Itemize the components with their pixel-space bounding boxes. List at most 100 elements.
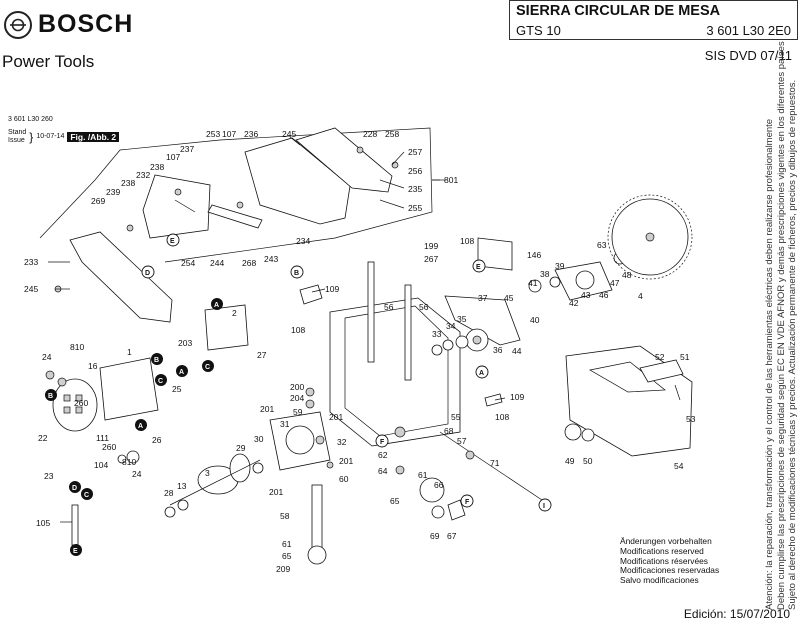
part-label: 55 <box>451 412 461 422</box>
callout-a: A <box>211 298 223 310</box>
note-line: Modifications reserved <box>620 545 704 556</box>
callout-d: D <box>69 481 81 493</box>
part-label: 23 <box>44 471 54 481</box>
callout-markers: E D B E A B C A C B A D C E A F F I <box>45 233 552 556</box>
part-label: 16 <box>88 361 98 371</box>
part-label: 109 <box>325 284 339 294</box>
sis-version: SIS DVD 07/11 <box>704 48 792 63</box>
callout-d: D <box>141 265 155 279</box>
part-label: 45 <box>504 293 514 303</box>
side-text-line: Sujeto al derecho de modificaciones técn… <box>787 79 798 610</box>
callout-e: E <box>166 233 180 247</box>
callout-f: F <box>460 494 474 508</box>
part-label: 108 <box>460 236 474 246</box>
note-line: Modifications réservées <box>620 555 708 566</box>
side-text-line: Deben cumplirse las prescripciones de se… <box>775 41 787 610</box>
part-label: 255 <box>408 203 422 213</box>
part-label: 108 <box>291 325 305 335</box>
callout-c: C <box>202 360 214 372</box>
part-label: 54 <box>674 461 684 471</box>
document-title: SIERRA CIRCULAR DE MESA <box>516 3 721 19</box>
svg-text:A: A <box>214 302 219 309</box>
part-label: 48 <box>622 270 632 280</box>
part-label: 105 <box>36 518 50 528</box>
part-label: 57 <box>457 436 467 446</box>
part-label: 64 <box>378 466 388 476</box>
svg-text:E: E <box>476 264 481 271</box>
svg-text:A: A <box>138 423 143 430</box>
svg-text:B: B <box>48 393 53 400</box>
part-label: 59 <box>293 407 303 417</box>
part-label: 39 <box>555 261 565 271</box>
part-labels: 801 228 258 253 107 236 245 257 256 235 … <box>24 129 696 574</box>
part-label: 66 <box>434 480 444 490</box>
part-label: 235 <box>408 184 422 194</box>
part-label: 199 <box>424 241 438 251</box>
part-label: 53 <box>686 414 696 424</box>
part-label: 2 <box>232 308 237 318</box>
part-label: 71 <box>490 458 500 468</box>
issue-label: Issue <box>8 137 25 144</box>
issue-date: 10-07-14 <box>36 133 65 140</box>
part-label: 201 <box>269 487 283 497</box>
callout-b: B <box>290 265 304 279</box>
svg-text:A: A <box>479 370 484 377</box>
brand-logo: BOSCH <box>4 10 133 39</box>
callout-a: A <box>135 419 147 431</box>
part-label: 65 <box>390 496 400 506</box>
part-label: 109 <box>510 392 524 402</box>
part-label: 267 <box>424 254 438 264</box>
part-label: 31 <box>280 419 290 429</box>
svg-text:D: D <box>145 270 150 277</box>
division-name: Power Tools <box>2 52 95 71</box>
part-label: 146 <box>527 250 541 260</box>
stand-label: Stand <box>8 129 27 136</box>
part-label: 67 <box>447 531 457 541</box>
part-label: 42 <box>569 298 579 308</box>
part-label: 61 <box>418 470 428 480</box>
part-label: 24 <box>42 352 52 362</box>
part-label: 40 <box>530 315 540 325</box>
note-line: Modificaciones reservadas <box>620 565 720 576</box>
edition-date: Edición: 15/07/2010 <box>683 607 790 621</box>
title-block: SIERRA CIRCULAR DE MESA GTS 10 3 601 L30… <box>509 0 798 40</box>
note-line: Salvo modificaciones <box>620 575 699 586</box>
part-label: 36 <box>493 345 503 355</box>
callout-e: E <box>70 544 82 556</box>
part-label: 228 <box>363 129 377 139</box>
svg-text:F: F <box>465 499 470 506</box>
callout-c: C <box>155 374 167 386</box>
brand-name: BOSCH <box>38 10 134 38</box>
part-label: 37 <box>478 293 488 303</box>
part-label: 203 <box>178 338 192 348</box>
callout-a: A <box>176 365 188 377</box>
part-label: 69 <box>430 531 440 541</box>
svg-text:B: B <box>294 270 299 277</box>
part-label: 24 <box>132 469 142 479</box>
part-label: 33 <box>432 329 442 339</box>
legal-side-text: Atención: la reparación, transformación … <box>764 10 799 610</box>
part-label: 238 <box>121 178 135 188</box>
svg-text:E: E <box>170 238 175 245</box>
part-label: 35 <box>457 314 467 324</box>
part-label: 801 <box>444 175 458 185</box>
part-label: 43 <box>581 290 591 300</box>
part-label: 3 <box>205 468 210 478</box>
part-label: 200 <box>290 382 304 392</box>
part-label: 201 <box>339 456 353 466</box>
part-label: 65 <box>282 551 292 561</box>
part-label: 201 <box>329 412 343 422</box>
callout-b: B <box>151 353 163 365</box>
part-label: 50 <box>583 456 593 466</box>
part-label: 233 <box>24 257 38 267</box>
part-label: 209 <box>276 564 290 574</box>
part-label: 56 <box>384 302 394 312</box>
part-label: 68 <box>444 426 454 436</box>
part-label: 232 <box>136 170 150 180</box>
part-label: 111 <box>96 433 109 443</box>
part-label: 260 <box>102 442 116 452</box>
part-label: 201 <box>260 404 274 414</box>
svg-text:C: C <box>84 492 89 499</box>
part-label: 32 <box>337 437 347 447</box>
